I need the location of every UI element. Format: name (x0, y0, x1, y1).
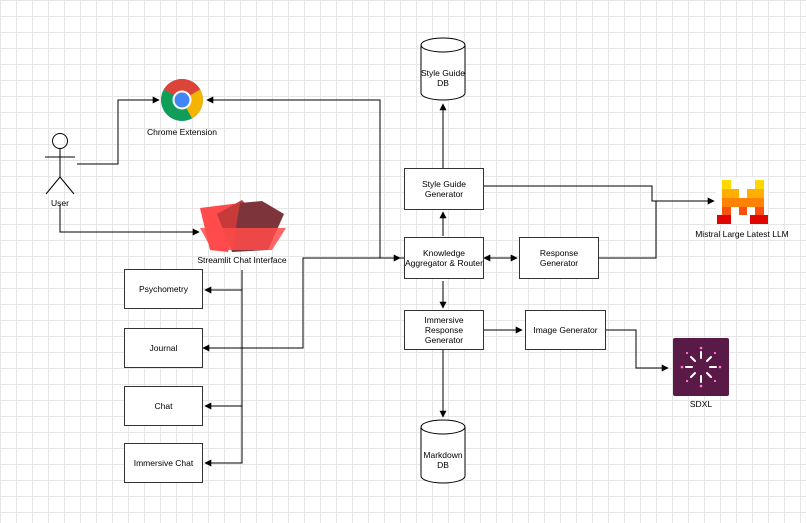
mistral-logo-icon (716, 178, 768, 224)
chrome-icon (161, 78, 203, 121)
edge-image-sdxl (606, 329, 669, 372)
psychometry-label: Psychometry (138, 283, 189, 294)
style-guide-db-line-2: DB (437, 78, 449, 89)
edge-streamlit-psychometry (204, 270, 243, 294)
psychometry-box[interactable]: Psychometry (124, 269, 203, 309)
response-generator-box[interactable]: Response Generator (519, 237, 599, 279)
immersive-response-line-1: Immersive Response (424, 314, 464, 335)
markdown-db-label: Markdown DB (421, 450, 465, 470)
chat-box[interactable]: Chat (124, 386, 203, 426)
style-guide-generator-box[interactable]: Style Guide Generator (404, 168, 484, 210)
style-guide-generator-line-1: Style Guide (422, 178, 466, 189)
immersive-chat-label: Immersive Chat (133, 457, 194, 468)
streamlit-label: Streamlit Chat Interface (197, 255, 287, 265)
sdxl-label: SDXL (689, 399, 713, 409)
sdxl-logo-icon (673, 338, 729, 396)
style-guide-db-line-1: Style Guide (421, 68, 465, 78)
user-stick-figure-icon (45, 133, 75, 195)
knowledge-router-box[interactable]: Knowledge Aggregator & Router (404, 237, 484, 279)
style-guide-generator-line-2: Generator (424, 189, 464, 199)
markdown-db-line-1: Markdown (423, 450, 463, 460)
chat-label: Chat (154, 400, 173, 411)
response-generator-label: Response Generator (539, 247, 579, 268)
knowledge-router-line-2: Aggregator & Router (405, 258, 483, 268)
journal-box[interactable]: Journal (124, 328, 203, 368)
connectors (59, 96, 715, 467)
streamlit-boat-icon (200, 200, 286, 252)
user-label: User (51, 198, 69, 208)
edge-response-gen-mistral (598, 197, 715, 259)
immersive-chat-box[interactable]: Immersive Chat (124, 443, 203, 483)
image-generator-label: Image Generator (533, 324, 598, 335)
edge-user-chrome (77, 96, 160, 165)
markdown-db-line-2: DB (437, 460, 449, 471)
database-cylinder-icon (420, 37, 466, 101)
mistral-label: Mistral Large Latest LLM (695, 229, 789, 239)
edge-journal-router (202, 254, 401, 352)
style-guide-db-label: Style Guide DB (421, 68, 465, 88)
journal-label: Journal (149, 342, 178, 353)
immersive-response-generator-box[interactable]: Immersive Response Generator (404, 310, 484, 350)
edge-styleguide-gen-mistral (484, 185, 714, 202)
image-generator-box[interactable]: Image Generator (525, 310, 606, 350)
database-cylinder-icon (420, 419, 466, 484)
edge-user-streamlit (59, 205, 200, 236)
chrome-extension-label: Chrome Extension (147, 127, 217, 137)
immersive-response-line-2: Generator (424, 335, 464, 346)
knowledge-router-line-1: Knowledge (422, 247, 466, 258)
edge-streamlit-immersive-chat (204, 406, 243, 467)
